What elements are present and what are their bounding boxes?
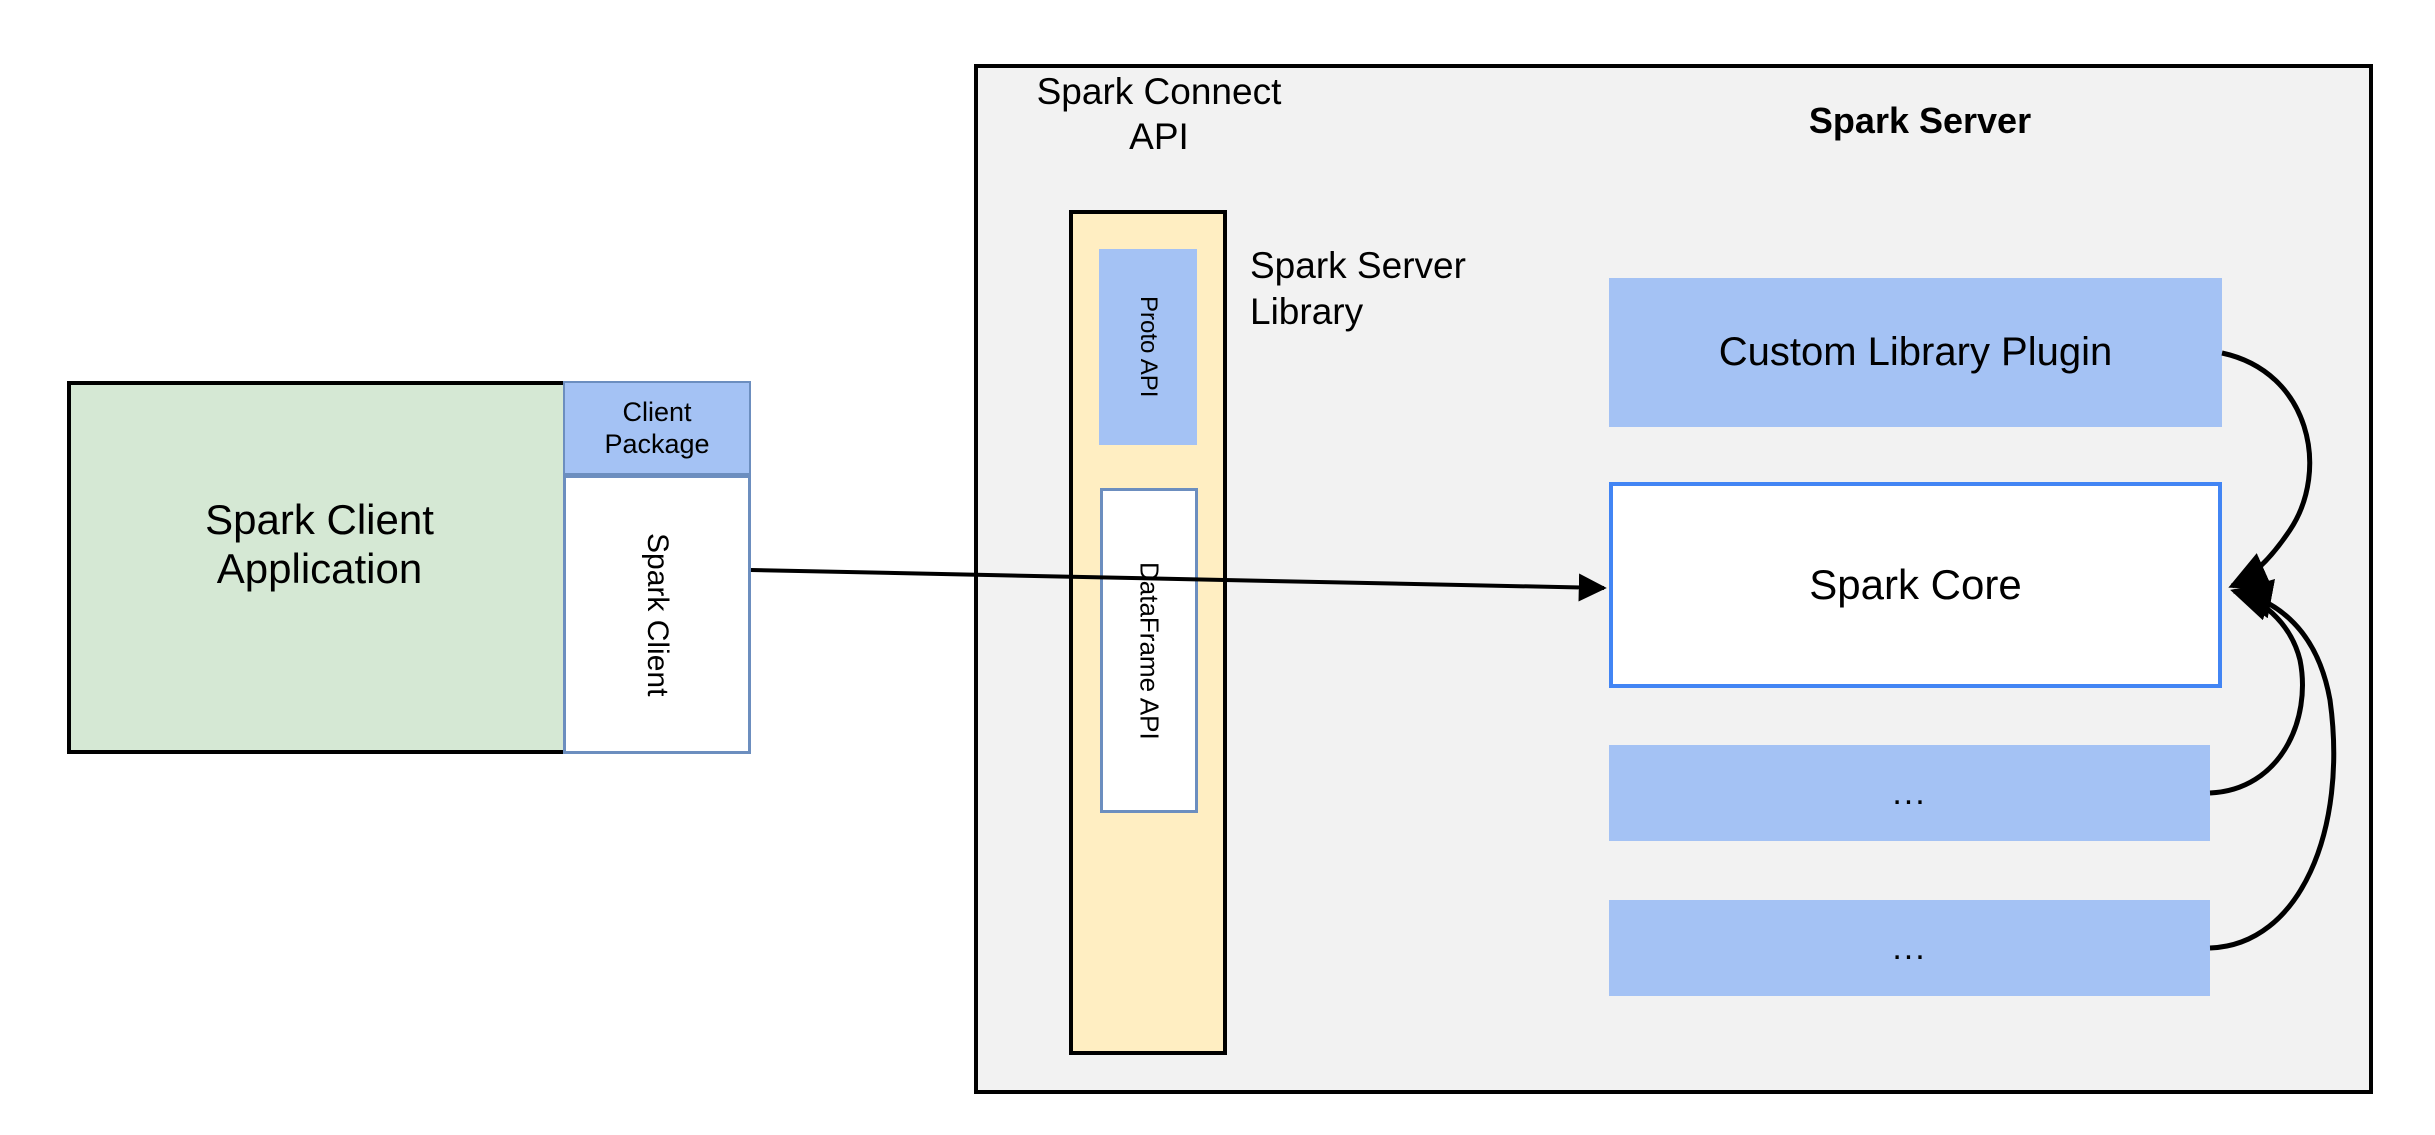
dataframe-api-box bbox=[1100, 488, 1198, 813]
placeholder-label-2: ... bbox=[1892, 929, 1927, 967]
spark-server-title: Spark Server bbox=[1808, 100, 2032, 141]
spark-client-label: Spark Client bbox=[641, 532, 674, 697]
proto-api-label: Proto API bbox=[1135, 296, 1162, 398]
spark-client-label-wrap: Spark Client bbox=[563, 475, 751, 754]
custom-library-plugin-box: Custom Library Plugin bbox=[1609, 278, 2222, 427]
spark-core-label: Spark Core bbox=[1809, 561, 2022, 608]
placeholder-box-1: ... bbox=[1609, 745, 2210, 841]
spark-core-box: Spark Core bbox=[1609, 482, 2222, 688]
proto-api-label-wrap: Proto API bbox=[1099, 249, 1197, 445]
spark-client-box bbox=[563, 475, 751, 754]
spark-connect-api-label: Spark Connect API bbox=[1036, 71, 1282, 158]
placeholder-box-2: ... bbox=[1609, 900, 2210, 996]
dataframe-api-label-wrap: DataFrame API bbox=[1100, 488, 1198, 813]
dataframe-api-label: DataFrame API bbox=[1134, 561, 1165, 740]
spark-client-application-label: Spark Client Application bbox=[205, 496, 434, 593]
spark-client-application-box bbox=[67, 381, 572, 754]
proto-api-box bbox=[1099, 249, 1197, 445]
client-package-box: Client Package bbox=[563, 381, 751, 475]
custom-library-plugin-label: Custom Library Plugin bbox=[1718, 330, 2113, 374]
spark-server-library-label: Spark Server Library bbox=[1250, 245, 1466, 333]
client-package-label: Client Package bbox=[604, 396, 710, 459]
placeholder-label-1: ... bbox=[1892, 774, 1927, 812]
